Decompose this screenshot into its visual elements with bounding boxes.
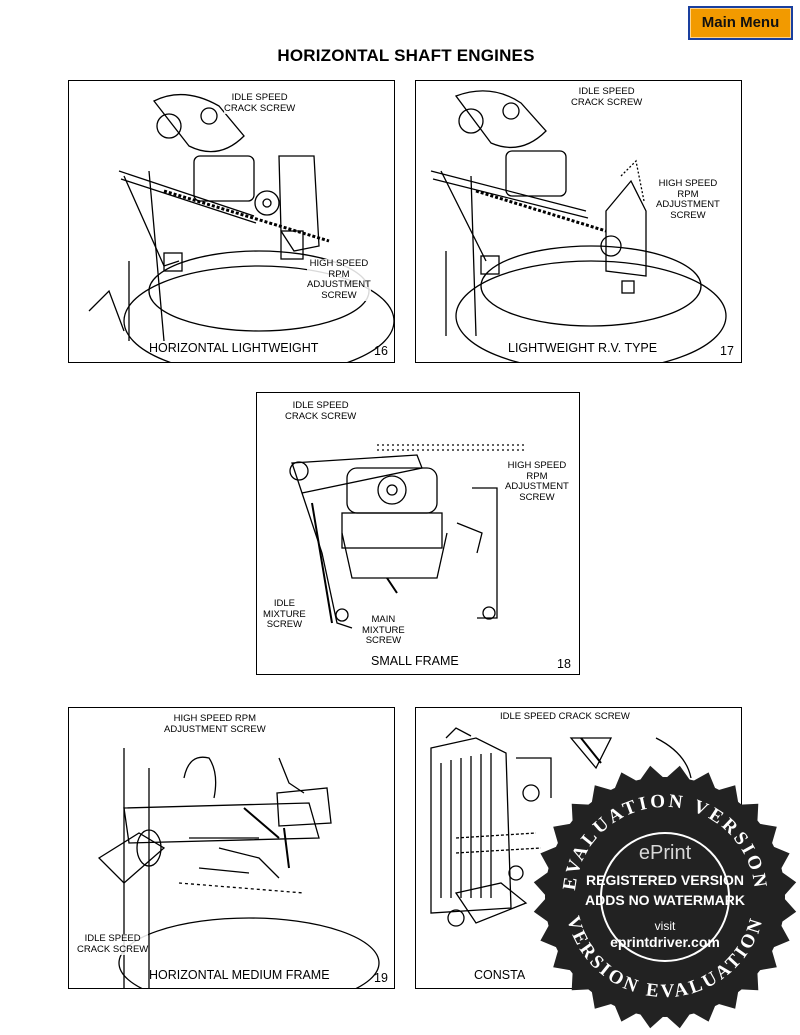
- figure-number: 16: [374, 344, 388, 358]
- callout-idle-speed-crack-screw: IDLE SPEED CRACK SCREW: [285, 400, 357, 422]
- callout-idle-speed-crack-screw: IDLE SPEED CRACK SCREW: [500, 711, 630, 723]
- main-menu-button[interactable]: Main Menu: [688, 6, 793, 40]
- callout-idle-speed-crack-screw: IDLE SPEED CRACK SCREW: [77, 933, 149, 955]
- seal-url: eprintdriver.com: [610, 934, 720, 950]
- engine-illustration: [289, 444, 527, 629]
- figure-number: 17: [720, 344, 734, 358]
- engine-illustration: [97, 748, 380, 988]
- figure-horizontal-lightweight: IDLE SPEED CRACK SCREW HIGH SPEED RPM AD…: [68, 80, 395, 363]
- engine-illustration: [88, 93, 394, 362]
- callout-idle-speed-crack-screw: IDLE SPEED CRACK SCREW: [224, 92, 296, 114]
- seal-line-2: ADDS NO WATERMARK: [585, 892, 745, 908]
- evaluation-watermark-seal: EVALUATION VERSION VERSION EVALUATION eP…: [532, 764, 798, 1030]
- figure-horizontal-medium-frame: HIGH SPEED RPM ADJUSTMENT SCREW IDLE SPE…: [68, 707, 395, 989]
- figure-number: 19: [374, 971, 388, 985]
- figure-number: 18: [557, 657, 571, 671]
- engine-illustration: [430, 90, 727, 362]
- seal-brand: ePrint: [638, 842, 692, 864]
- figure-caption: SMALL FRAME: [371, 654, 459, 668]
- seal-visit: visit: [654, 919, 676, 933]
- figure-lightweight-rv-type: IDLE SPEED CRACK SCREW HIGH SPEED RPM AD…: [415, 80, 742, 363]
- figure-caption: LIGHTWEIGHT R.V. TYPE: [508, 341, 658, 355]
- callout-high-speed-rpm-screw: HIGH SPEED RPM ADJUSTMENT SCREW: [656, 178, 720, 221]
- engine-illustration: [430, 727, 692, 927]
- figure-caption: HORIZONTAL LIGHTWEIGHT: [149, 341, 319, 355]
- callout-high-speed-rpm-screw: HIGH SPEED RPM ADJUSTMENT SCREW: [307, 258, 371, 301]
- figure-caption: CONSTA: [474, 968, 526, 982]
- callout-idle-speed-crack-screw: IDLE SPEED CRACK SCREW: [571, 86, 643, 108]
- figure-small-frame: IDLE SPEED CRACK SCREW HIGH SPEED RPM AD…: [256, 392, 580, 675]
- callout-main-mixture-screw: MAIN MIXTURE SCREW: [362, 614, 405, 647]
- figure-caption: HORIZONTAL MEDIUM FRAME: [149, 968, 330, 982]
- seal-serrated-edge: [533, 765, 797, 1029]
- seal-line-1: REGISTERED VERSION: [586, 872, 744, 888]
- callout-high-speed-rpm-screw: HIGH SPEED RPM ADJUSTMENT SCREW: [164, 713, 266, 735]
- callout-high-speed-rpm-screw: HIGH SPEED RPM ADJUSTMENT SCREW: [505, 460, 569, 503]
- page-title: HORIZONTAL SHAFT ENGINES: [277, 46, 535, 65]
- callout-idle-mixture-screw: IDLE MIXTURE SCREW: [263, 598, 306, 631]
- seal-shape: EVALUATION VERSION VERSION EVALUATION: [533, 765, 797, 1029]
